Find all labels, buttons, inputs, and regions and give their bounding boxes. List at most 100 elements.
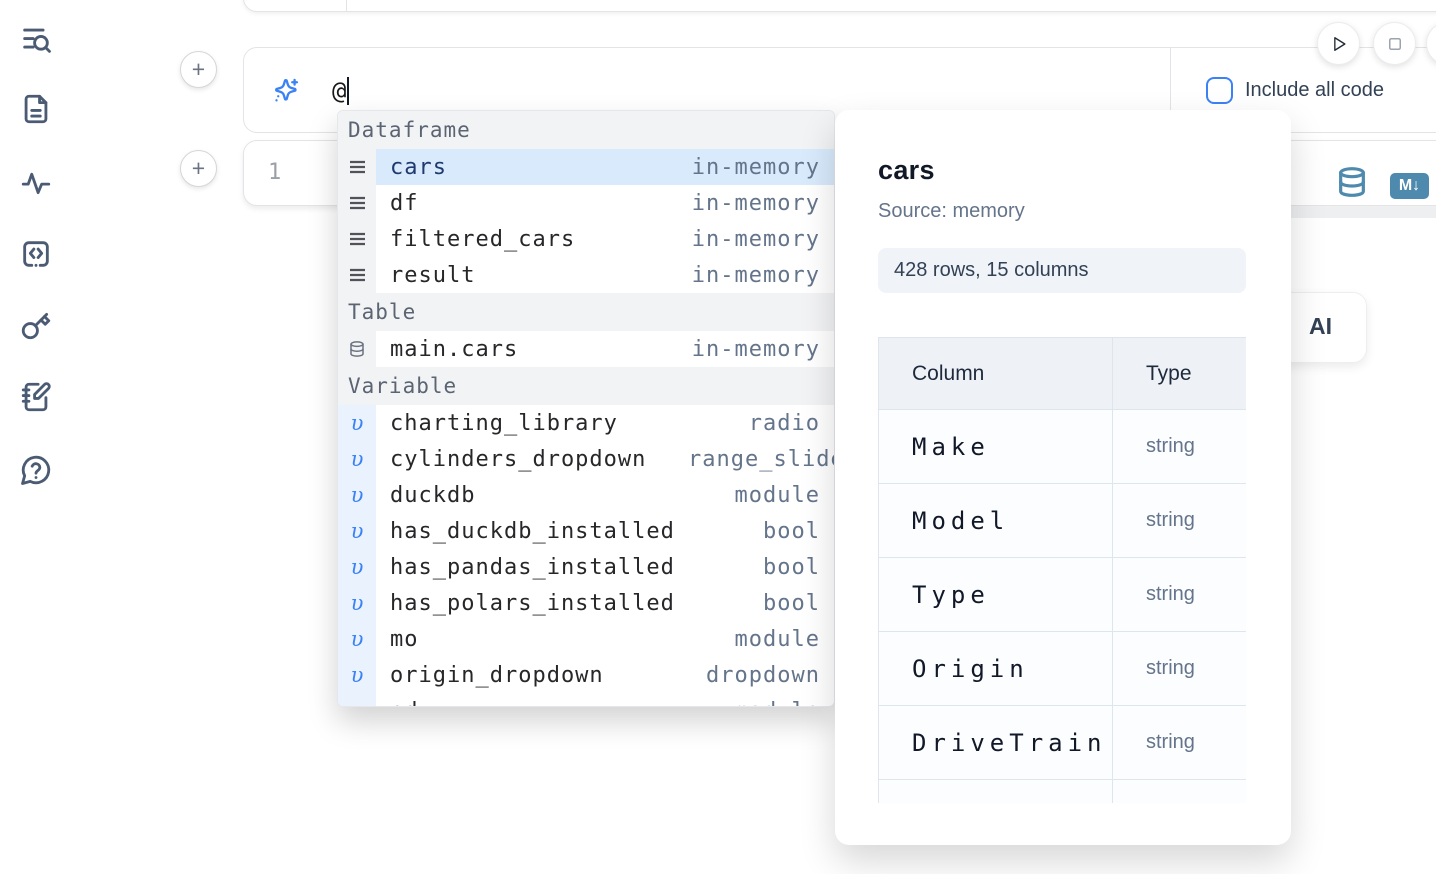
column-type: string	[1112, 483, 1246, 558]
help-icon[interactable]	[19, 453, 53, 487]
item-type: module	[735, 699, 820, 707]
item-type: dropdown	[706, 662, 820, 688]
item-type: module	[734, 482, 820, 508]
code-block-icon[interactable]	[19, 237, 53, 271]
file-icon[interactable]	[19, 92, 53, 126]
table-database-icon	[338, 331, 376, 367]
variable-icon: υ	[338, 549, 376, 585]
variable-icon: υ	[338, 657, 376, 693]
item-type: in-memory	[691, 262, 820, 288]
variable-icon: υ	[338, 477, 376, 513]
prompt-value: @	[332, 77, 347, 105]
dropdown-item-main-cars[interactable]: main.cars in-memory	[338, 331, 834, 367]
item-label: result	[390, 262, 476, 288]
ai-prompt-input[interactable]: @	[332, 74, 350, 108]
dropdown-item-pd[interactable]: υ pdmodule	[338, 693, 834, 707]
item-label: has_pandas_installed	[390, 554, 675, 580]
column-type: string	[1112, 705, 1246, 780]
item-label: cylinders_dropdown	[390, 446, 647, 472]
key-icon[interactable]	[19, 308, 53, 342]
column-header: Column	[878, 337, 1113, 410]
variable-icon: υ	[338, 405, 376, 441]
column-name: DriveTrain	[878, 705, 1113, 780]
column-name: Make	[878, 409, 1113, 484]
add-cell-button-bottom[interactable]: +	[180, 150, 217, 187]
dropdown-item-origin-dropdown[interactable]: υ origin_dropdown dropdown	[338, 657, 834, 693]
item-type: radio	[748, 410, 820, 436]
item-label: duckdb	[390, 482, 476, 508]
scratchpad-icon[interactable]	[19, 380, 53, 414]
markdown-badge[interactable]: M↓	[1390, 173, 1429, 199]
item-type: bool	[763, 518, 820, 544]
stop-button[interactable]	[1373, 22, 1416, 65]
run-button[interactable]	[1317, 22, 1360, 65]
shape-badge: 428 rows, 15 columns	[878, 248, 1246, 293]
variable-icon: υ	[338, 513, 376, 549]
type-header: Type	[1112, 337, 1246, 410]
column-name: Type	[878, 557, 1113, 632]
column-name: Model	[878, 483, 1113, 558]
dataframe-preview-popup: cars Source: memory 428 rows, 15 columns…	[835, 110, 1291, 845]
column-type: string	[1112, 557, 1246, 632]
variable-icon: υ	[338, 693, 376, 706]
table-header-row: Column Type	[878, 337, 1246, 410]
dropdown-item-has-duckdb-installed[interactable]: υ has_duckdb_installed bool	[338, 513, 834, 549]
dropdown-item-has-pandas-installed[interactable]: υ has_pandas_installed bool	[338, 549, 834, 585]
dataframe-icon	[338, 185, 376, 221]
dataframe-icon	[338, 257, 376, 293]
item-type: bool	[763, 590, 820, 616]
item-type: module	[734, 626, 820, 652]
search-panel-icon[interactable]	[19, 23, 53, 57]
preview-title: cars	[878, 155, 935, 185]
item-label: has_duckdb_installed	[390, 518, 675, 544]
item-type: range_slider	[688, 446, 834, 472]
column-name: Origin	[878, 631, 1113, 706]
preview-source: Source: memory	[878, 200, 1025, 222]
item-type: in-memory	[691, 190, 820, 216]
item-label: cars	[390, 154, 447, 180]
column-type	[1112, 779, 1246, 803]
item-type: in-memory	[691, 336, 820, 362]
variable-icon: υ	[338, 621, 376, 657]
include-all-code-checkbox[interactable]	[1206, 77, 1233, 104]
variable-icon: υ	[338, 441, 376, 477]
dropdown-item-df[interactable]: df in-memory	[338, 185, 834, 221]
item-type: bool	[763, 554, 820, 580]
gutter-divider	[346, 0, 347, 11]
previous-cell-edge	[243, 0, 1436, 12]
table-row: Origin string	[878, 631, 1246, 706]
ai-card-label: AI	[1309, 313, 1332, 339]
schema-table-wrapper: Column Type Make string Model string Typ…	[878, 337, 1246, 803]
dropdown-item-has-polars-installed[interactable]: υ has_polars_installed bool	[338, 585, 834, 621]
text-caret	[347, 77, 350, 105]
section-header-table: Table	[338, 293, 834, 331]
section-header-dataframe: Dataframe	[338, 111, 834, 149]
item-label: mo	[390, 626, 419, 652]
dataframe-icon	[338, 221, 376, 257]
item-label: main.cars	[390, 336, 519, 362]
dropdown-item-duckdb[interactable]: υ duckdb module	[338, 477, 834, 513]
item-label: origin_dropdown	[390, 662, 604, 688]
play-icon	[1333, 36, 1345, 51]
item-type: in-memory	[691, 226, 820, 252]
variable-icon: υ	[338, 585, 376, 621]
activity-icon[interactable]	[19, 165, 53, 199]
sidebar	[0, 0, 72, 874]
dropdown-item-mo[interactable]: υ mo module	[338, 621, 834, 657]
item-label: has_polars_installed	[390, 590, 675, 616]
database-icon[interactable]	[1336, 166, 1368, 200]
dropdown-item-result[interactable]: result in-memory	[338, 257, 834, 293]
item-label: df	[390, 190, 419, 216]
cell-output-strip	[1291, 207, 1436, 218]
add-cell-button-top[interactable]: +	[180, 51, 217, 88]
sparkles-icon	[273, 77, 301, 105]
table-row: Type string	[878, 557, 1246, 632]
prompt-divider	[1170, 48, 1171, 132]
section-header-variable: Variable	[338, 367, 834, 405]
dropdown-item-cylinders-dropdown[interactable]: υ cylinders_dropdown range_slider	[338, 441, 834, 477]
table-row: Model string	[878, 483, 1246, 558]
